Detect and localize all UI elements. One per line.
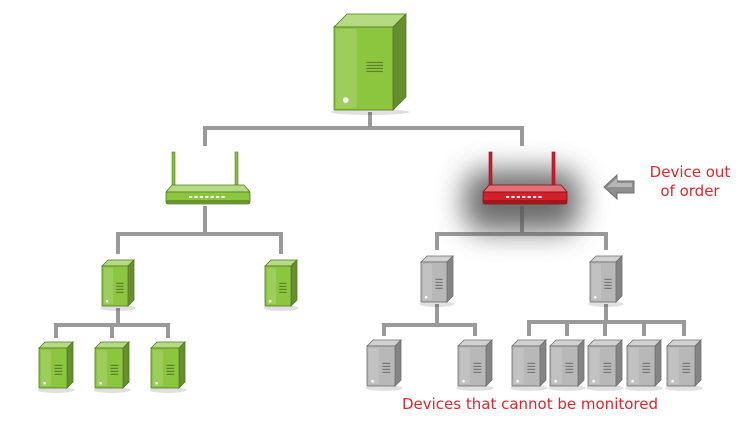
device-out-of-order-line-2: of order <box>660 182 720 200</box>
server-tower-icon <box>37 341 75 393</box>
server-tower-icon <box>149 341 187 393</box>
connector-server-l1 <box>54 308 170 338</box>
server-tower-icon <box>456 339 494 391</box>
left-arrow-icon <box>603 173 635 201</box>
server-tower-icon <box>93 341 131 393</box>
server-tower-icon <box>588 255 624 307</box>
device-nodes <box>37 13 703 393</box>
server-tower-icon <box>365 339 403 391</box>
server-tower-icon <box>510 339 548 391</box>
server-tower-icon <box>419 255 455 307</box>
server-tower-icon <box>330 13 410 115</box>
server-tower-icon <box>586 339 624 391</box>
server-tower-icon <box>625 339 663 391</box>
device-out-of-order-line-1: Device out <box>649 163 731 181</box>
server-tower-icon <box>665 339 703 391</box>
connector-router-left <box>116 206 283 254</box>
server-tower-icon <box>263 259 299 311</box>
connector-core-server <box>203 112 524 146</box>
connector-server-r1 <box>382 304 477 336</box>
server-tower-icon <box>548 339 586 391</box>
wireless-router-icon <box>165 151 251 205</box>
connector-lines <box>54 112 686 338</box>
wireless-router-icon <box>464 151 580 232</box>
connector-server-r2 <box>527 304 686 336</box>
device-out-of-order-label: Device out of order <box>640 163 740 201</box>
server-tower-icon <box>100 259 136 311</box>
unmonitored-devices-label: Devices that cannot be monitored <box>401 395 659 413</box>
